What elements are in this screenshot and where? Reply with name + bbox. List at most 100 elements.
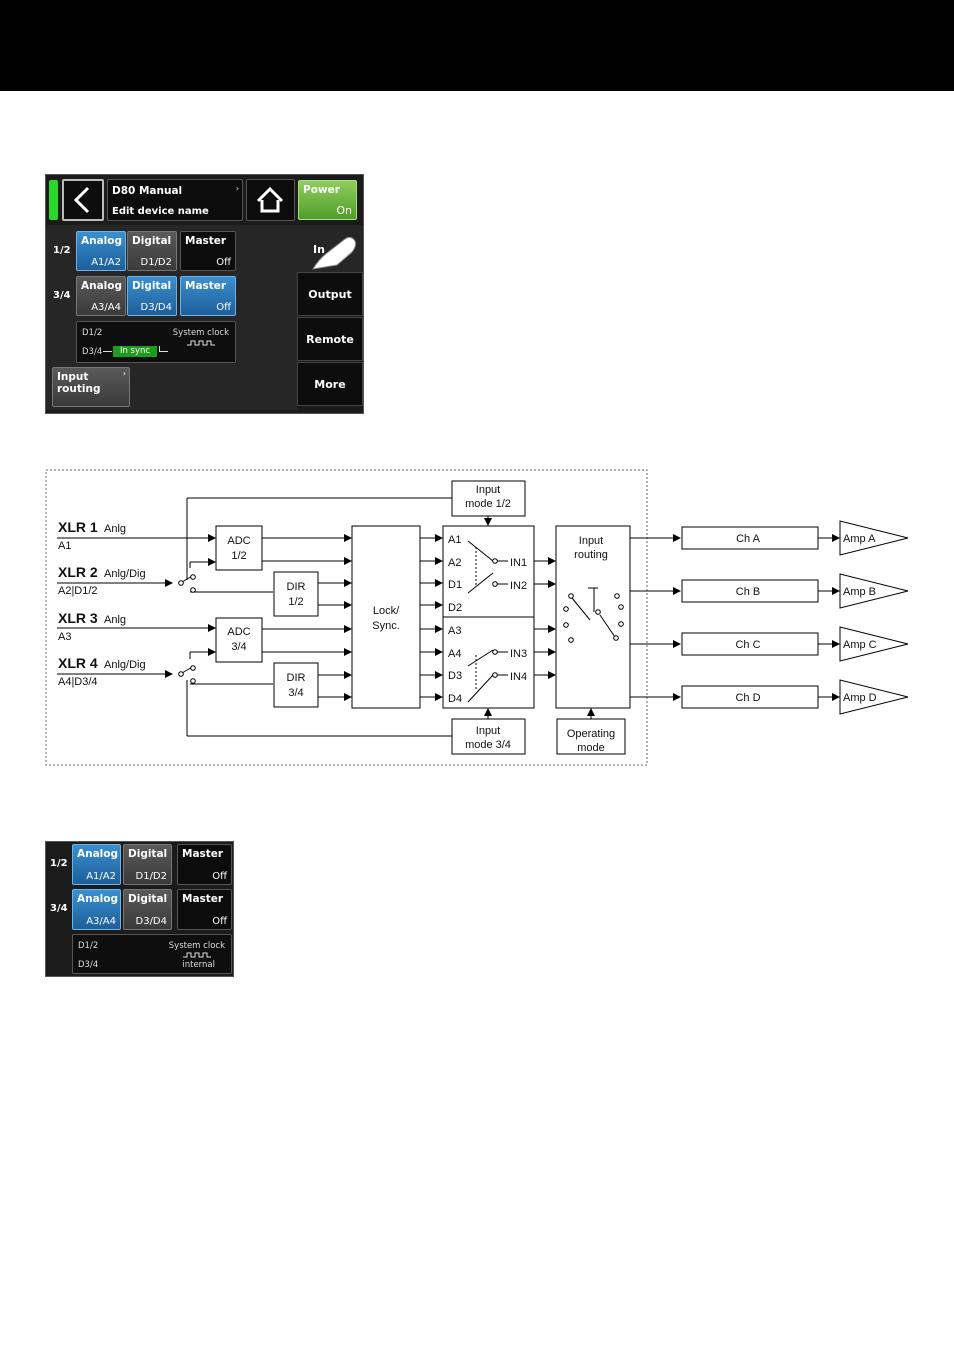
amp-d-label: Amp D <box>843 692 877 704</box>
sel-a2: A2 <box>448 557 461 569</box>
amp-b-label: Amp B <box>843 586 876 598</box>
adc34-label: ADC <box>227 626 250 638</box>
digital-34-button[interactable]: Digital D3/D4 <box>123 889 172 930</box>
master-34-button[interactable]: Master Off <box>180 276 236 316</box>
operating-mode-label: Operating <box>567 728 615 740</box>
tab-input[interactable]: In <box>297 225 363 272</box>
input-mode-12-label: Input <box>476 484 500 496</box>
row-label-34: 3/4 <box>53 290 71 301</box>
chevron-right-icon: › <box>235 184 239 193</box>
ch-a-label: Ch A <box>736 533 761 545</box>
tab-output[interactable]: Output <box>297 272 363 316</box>
master-34-button[interactable]: Master Off <box>177 889 232 930</box>
power-value: On <box>336 204 352 217</box>
amp-c-label: Amp C <box>843 639 877 651</box>
ch-d-label: Ch D <box>735 692 760 704</box>
chevron-left-icon <box>73 186 90 214</box>
d12-label: D1/2 <box>82 328 103 338</box>
finger-pointer-icon <box>312 236 356 270</box>
dir12-label: DIR <box>287 581 306 593</box>
home-button[interactable] <box>246 179 295 221</box>
line-icon <box>103 351 112 352</box>
svg-text:A4|D3/4: A4|D3/4 <box>58 676 98 688</box>
device-name-button[interactable]: D80 Manual Edit device name › <box>107 179 243 221</box>
master-12-button[interactable]: Master Off <box>180 231 236 271</box>
svg-text:mode: mode <box>577 742 605 754</box>
device-subtitle: Edit device name <box>112 206 209 217</box>
svg-text:XLR 1: XLR 1 <box>58 519 98 535</box>
svg-text:3/4: 3/4 <box>288 687 303 699</box>
input-mode-34-label: Input <box>476 725 500 737</box>
input-routing-button[interactable]: Input routing › <box>52 367 130 407</box>
d34-label: D3/4 <box>82 347 103 357</box>
in-sync-badge: In sync <box>113 346 157 357</box>
amp-a-label: Amp A <box>843 533 876 545</box>
svg-text:Anlg/Dig: Anlg/Dig <box>104 568 146 580</box>
analog-34-button[interactable]: Analog A3/A4 <box>72 889 121 930</box>
svg-text:Sync.: Sync. <box>372 620 400 632</box>
device-screen-input: D80 Manual Edit device name › Power On 1… <box>45 174 364 414</box>
device-screen-input-panel: 1/2 3/4 Analog A1/A2 Digital D1/D2 Maste… <box>45 841 234 977</box>
dir34-label: DIR <box>287 672 306 684</box>
svg-text:XLR 3: XLR 3 <box>58 610 98 626</box>
xlr4-label: XLR 4 Anlg/Dig A4|D3/4 <box>58 655 146 688</box>
system-clock-label: System clock <box>172 328 229 338</box>
sel-a1: A1 <box>448 534 461 546</box>
d12-label: D1/2 <box>78 941 99 951</box>
svg-text:A1: A1 <box>58 540 71 552</box>
internal-clock-label: internal <box>182 960 215 970</box>
digital-34-button[interactable]: Digital D3/D4 <box>127 276 177 316</box>
system-clock-label: System clock <box>168 941 225 951</box>
svg-text:mode 1/2: mode 1/2 <box>465 498 511 510</box>
svg-text:mode 3/4: mode 3/4 <box>465 739 511 751</box>
page-header-bar <box>0 0 954 91</box>
row-label-12: 1/2 <box>53 245 71 256</box>
ch-c-label: Ch C <box>735 639 760 651</box>
analog-34-button[interactable]: Analog A3/A4 <box>76 276 126 316</box>
power-button[interactable]: Power On <box>298 180 357 220</box>
svg-text:XLR 2: XLR 2 <box>58 564 98 580</box>
svg-text:Anlg: Anlg <box>104 523 126 535</box>
svg-text:A2|D1/2: A2|D1/2 <box>58 585 98 597</box>
svg-text:1/2: 1/2 <box>231 550 246 562</box>
svg-text:XLR 4: XLR 4 <box>58 655 98 671</box>
xlr2-label: XLR 2 Anlg/Dig A2|D1/2 <box>58 564 146 597</box>
sel-a4: A4 <box>448 648 461 660</box>
in4-label: IN4 <box>510 671 527 683</box>
sel-d4: D4 <box>448 693 462 705</box>
clock-wave-icon <box>183 952 211 958</box>
clock-status-panel: D1/2 D3/4 In sync System clock <box>76 321 236 363</box>
sel-d2: D2 <box>448 602 462 614</box>
analog-12-button[interactable]: Analog A1/A2 <box>72 844 121 885</box>
tab-remote[interactable]: Remote <box>297 317 363 361</box>
back-button[interactable] <box>62 179 104 221</box>
xlr1-label: XLR 1 Anlg A1 <box>58 519 126 552</box>
device-title: D80 Manual <box>112 185 183 197</box>
xlr3-label: XLR 3 Anlg A3 <box>58 610 126 643</box>
sel-d3: D3 <box>448 670 462 682</box>
input-routing-label: Input <box>579 535 603 547</box>
home-icon <box>256 186 284 213</box>
sel-d1: D1 <box>448 579 462 591</box>
row-label-12: 1/2 <box>50 858 68 869</box>
lock-sync-label: Lock/ <box>373 605 400 617</box>
digital-12-button[interactable]: Digital D1/D2 <box>123 844 172 885</box>
in2-label: IN2 <box>510 580 527 592</box>
in3-label: IN3 <box>510 648 527 660</box>
d34-label: D3/4 <box>78 960 99 970</box>
digital-12-button[interactable]: Digital D1/D2 <box>127 231 177 271</box>
clock-wave-icon <box>187 340 215 346</box>
svg-text:A3: A3 <box>58 631 71 643</box>
ch-b-label: Ch B <box>736 586 760 598</box>
adc12-label: ADC <box>227 535 250 547</box>
analog-12-button[interactable]: Analog A1/A2 <box>76 231 126 271</box>
svg-text:routing: routing <box>574 549 608 561</box>
master-12-button[interactable]: Master Off <box>177 844 232 885</box>
svg-text:3/4: 3/4 <box>231 641 246 653</box>
chevron-right-icon: › <box>122 369 126 378</box>
svg-text:Anlg: Anlg <box>104 614 126 626</box>
row-label-34: 3/4 <box>50 903 68 914</box>
tab-more[interactable]: More <box>297 362 363 406</box>
svg-text:Anlg/Dig: Anlg/Dig <box>104 659 146 671</box>
